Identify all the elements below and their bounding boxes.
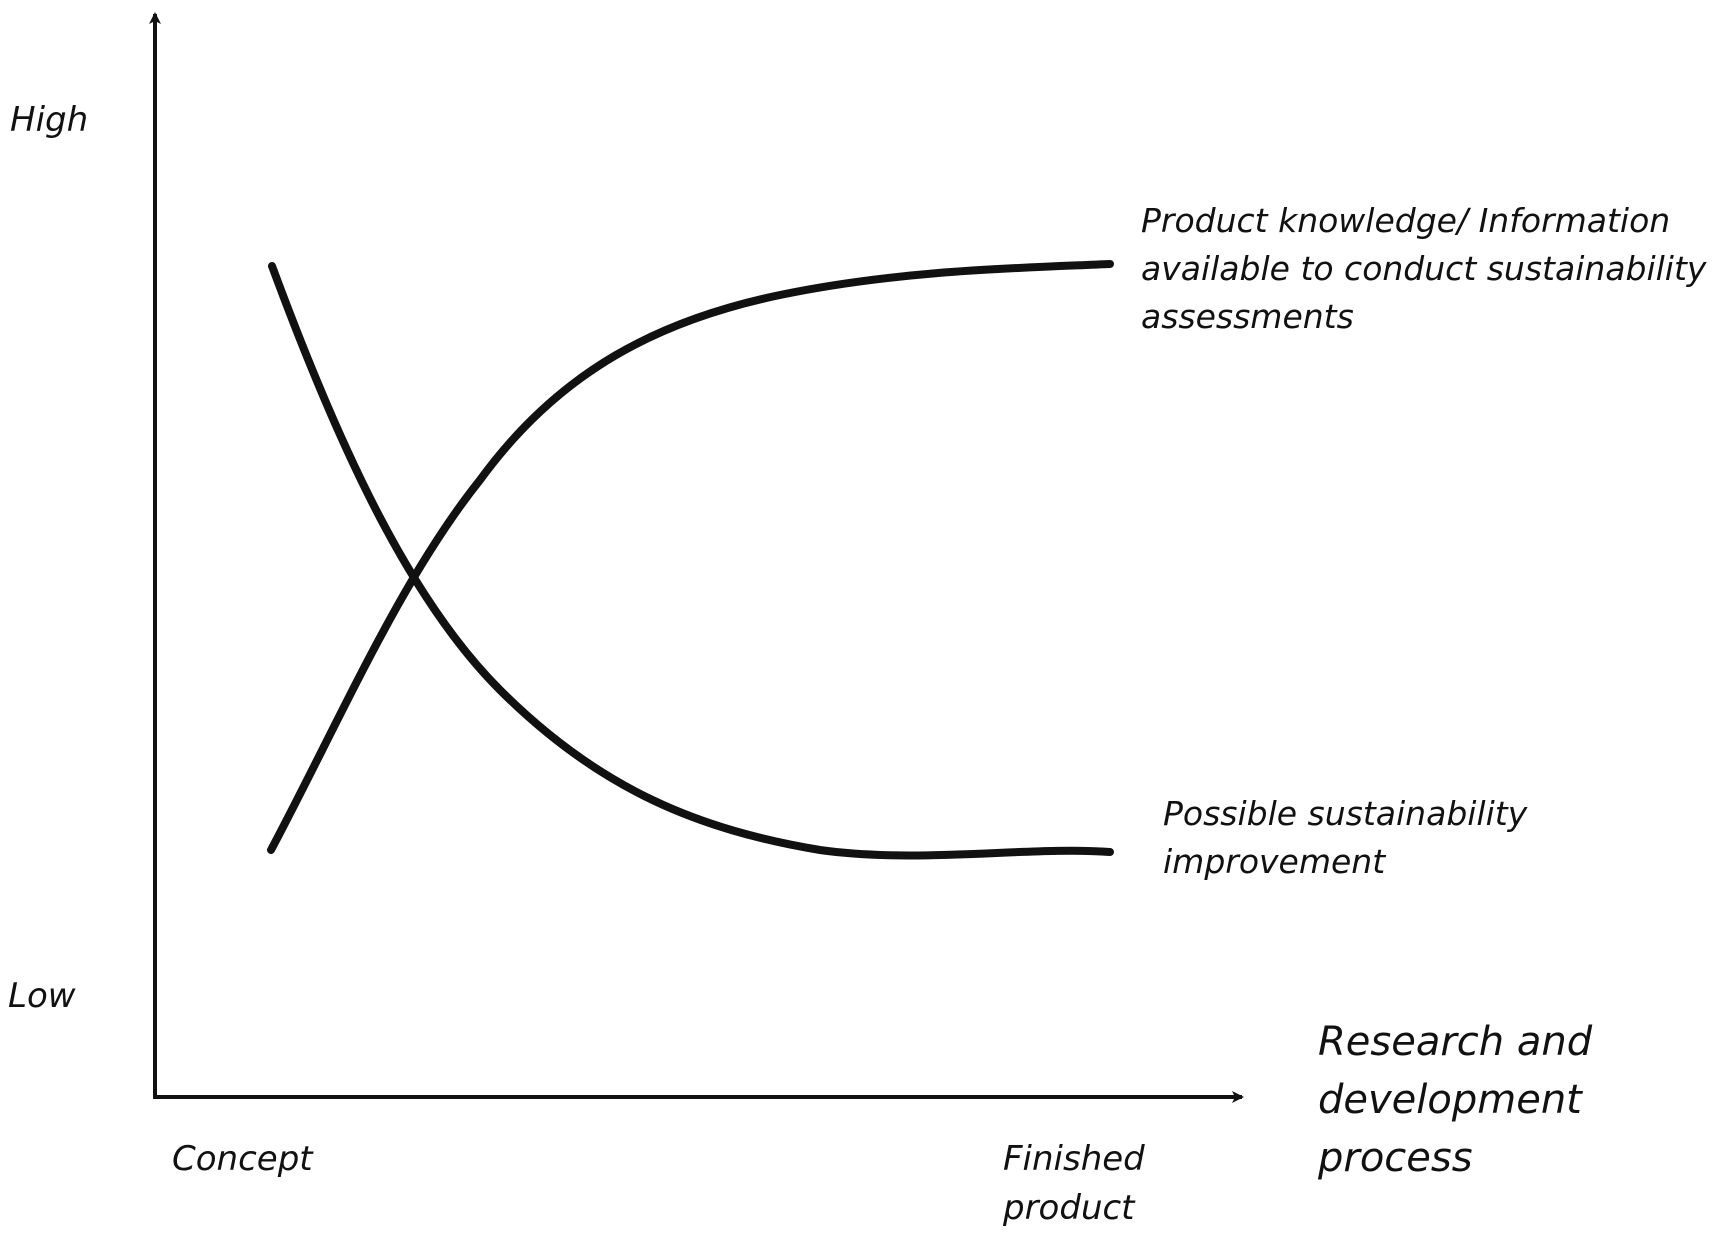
y-axis-high-label: High bbox=[10, 100, 89, 140]
curve-label-possible-sustainability-improvement: Possible sustainability improvement bbox=[1163, 790, 1527, 886]
y-axis-low-label: Low bbox=[8, 976, 76, 1016]
x-axis-title-line-3: process bbox=[1318, 1135, 1473, 1181]
curve-label-improvement-line-1: Possible sustainability bbox=[1163, 794, 1528, 833]
curve-label-improvement-line-2: improvement bbox=[1163, 841, 1386, 881]
curve-possible-sustainability-improvement bbox=[268, 262, 1114, 860]
x-axis-title-line-2: development bbox=[1318, 1077, 1582, 1123]
x-axis-end-label-line-2: product bbox=[1003, 1188, 1135, 1229]
curve-label-product-knowledge-line-1: Product knowledge/ Information bbox=[1141, 201, 1671, 240]
curve-label-product-knowledge: Product knowledge/ Information available… bbox=[1141, 197, 1706, 341]
curve-label-product-knowledge-line-2: available to conduct sustainability bbox=[1141, 248, 1707, 288]
curve-product-knowledge bbox=[267, 260, 1114, 854]
curve-label-product-knowledge-line-3: assessments bbox=[1141, 296, 1354, 336]
x-axis-title-line-1: Research and bbox=[1318, 1019, 1593, 1065]
x-axis-start-label: Concept bbox=[172, 1139, 313, 1179]
x-axis-title: Research and development process bbox=[1318, 1013, 1592, 1187]
x-axis-end-label-line-1: Finished bbox=[1003, 1139, 1145, 1179]
x-axis-end-label: Finished product bbox=[1003, 1135, 1145, 1234]
